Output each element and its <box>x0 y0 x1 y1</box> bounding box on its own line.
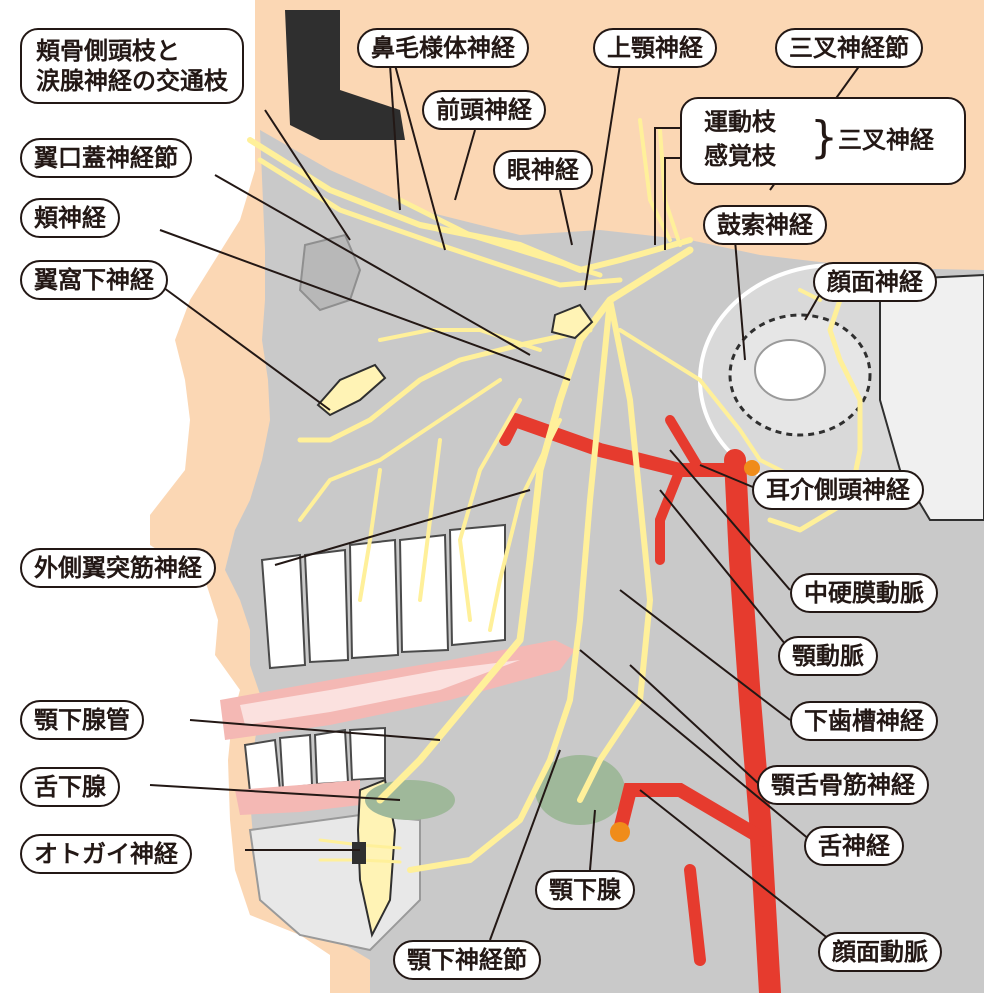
label-infraorbital: 翼窩下神経 <box>20 260 168 300</box>
label-auriculotemporal: 耳介側頭神経 <box>752 470 924 510</box>
label-facial-artery: 顔面動脈 <box>818 932 942 972</box>
label-zygomatic-lacrimal: 頬骨側頭枝と 涙腺神経の交通枝 <box>20 28 244 104</box>
label-mylohyoid: 顎舌骨筋神経 <box>757 765 929 805</box>
label-maxillary-artery: 顎動脈 <box>778 636 878 676</box>
label-lateral-pterygoid: 外側翼突筋神経 <box>20 548 216 588</box>
trigeminal-brace: } <box>810 111 838 165</box>
label-inferior-alveolar: 下歯槽神経 <box>790 701 938 741</box>
label-trigeminal-ganglion: 三叉神経節 <box>775 28 923 68</box>
mental-foramen <box>352 842 366 864</box>
label-submandibular-duct: 顎下腺管 <box>20 700 144 740</box>
label-ophthalmic: 眼神経 <box>493 150 593 190</box>
label-zygomatic-lacrimal-line1: 頬骨側頭枝と <box>36 36 228 66</box>
label-trigeminal-roots: 運動枝 感覚枝 } 三叉神経 <box>680 97 966 185</box>
label-middle-meningeal: 中硬膜動脈 <box>790 573 938 613</box>
artery-end-2 <box>744 460 760 476</box>
label-chorda-tympani: 鼓索神経 <box>703 205 827 245</box>
label-submandibular-gland: 顎下腺 <box>535 870 635 910</box>
label-trigeminal-nerve: 三叉神経 <box>838 125 934 155</box>
label-frontal: 前頭神経 <box>422 90 546 130</box>
label-facial-nerve: 顔面神経 <box>813 262 937 302</box>
label-motor-root: 運動枝 <box>704 107 776 137</box>
label-sensory-root: 感覚枝 <box>704 141 776 171</box>
label-submandibular-ganglion: 顎下神経節 <box>393 940 541 980</box>
label-maxillary: 上顎神経 <box>593 28 717 68</box>
label-zygomatic-lacrimal-line2: 涙腺神経の交通枝 <box>36 66 228 96</box>
ear-canal <box>755 340 825 400</box>
label-buccal: 頬神経 <box>20 198 120 238</box>
label-lingual: 舌神経 <box>804 826 904 866</box>
label-sublingual-gland: 舌下腺 <box>20 767 120 807</box>
artery-end <box>610 822 630 842</box>
label-mental: オトガイ神経 <box>20 834 192 874</box>
label-pterygopalatine-ganglion: 翼口蓋神経節 <box>20 138 192 178</box>
label-nasociliary: 鼻毛様体神経 <box>357 28 529 68</box>
